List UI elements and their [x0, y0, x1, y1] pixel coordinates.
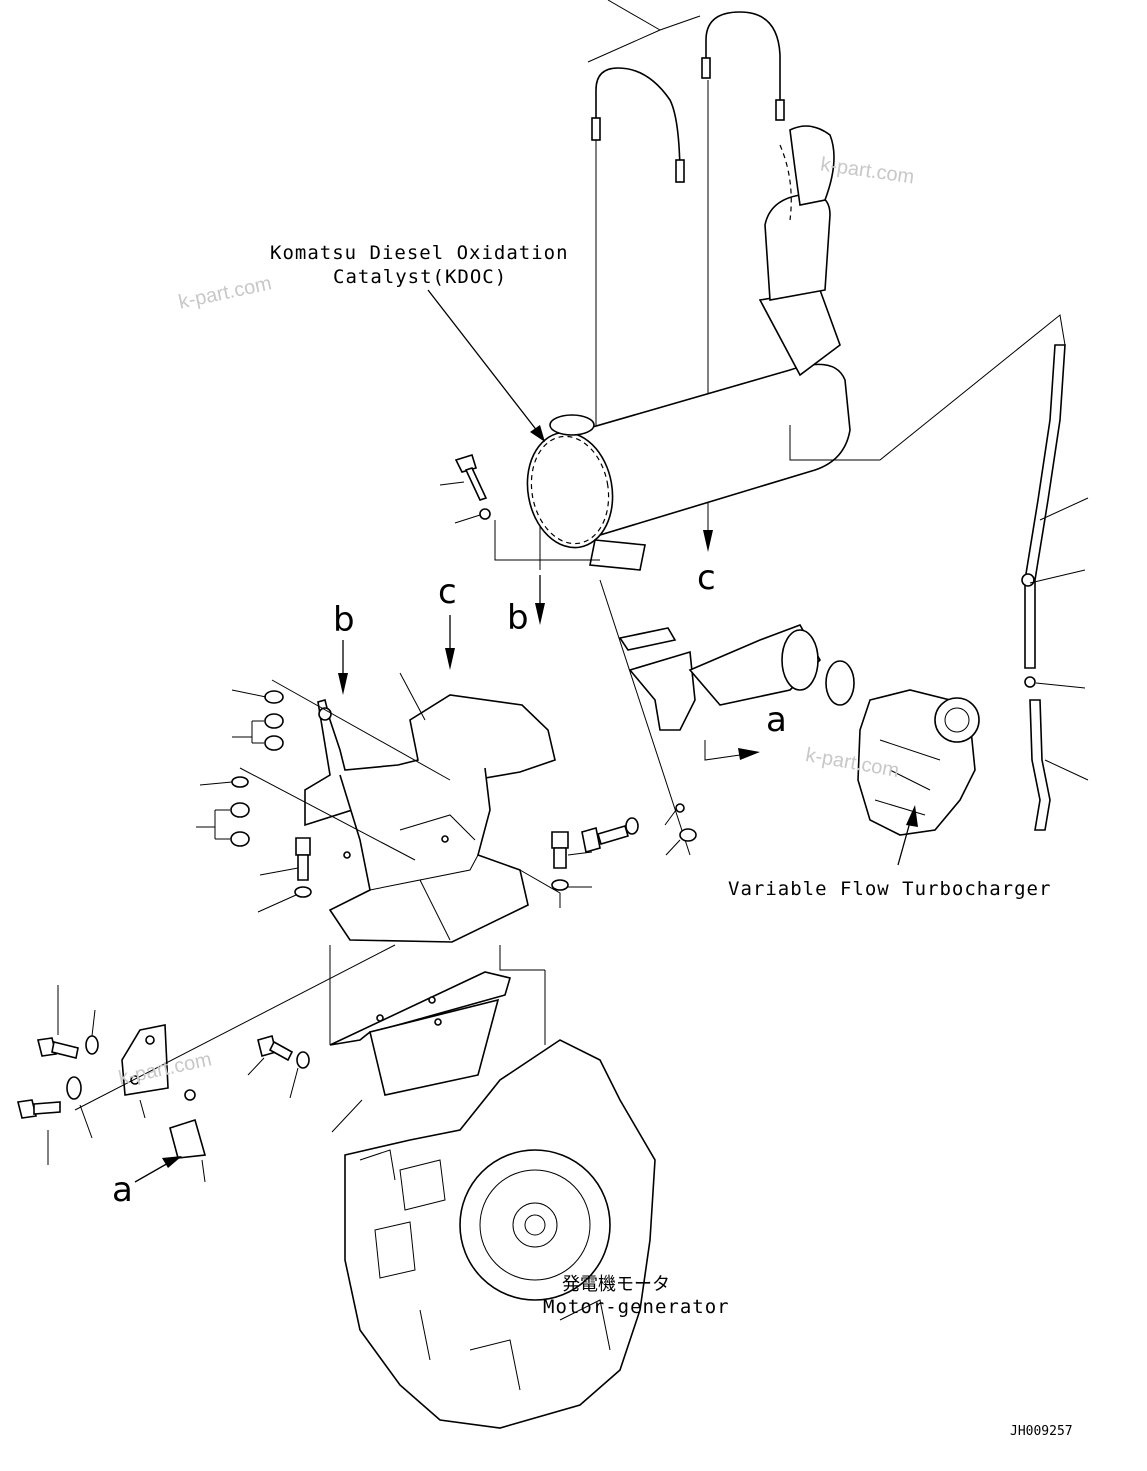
catalyst-bolt [454, 453, 491, 520]
drawing-number: JH009257 [1010, 1424, 1073, 1439]
callout-c-bracket: c [438, 572, 457, 612]
u-bolt-right [701, 11, 785, 121]
callout-b-bracket: b [333, 600, 355, 640]
small-bolts [17, 1035, 310, 1119]
bracket-bolt-left [294, 837, 312, 898]
exhaust-elbow [618, 624, 855, 731]
motor-generator [344, 1039, 656, 1429]
exhaust-pipe [1021, 344, 1066, 831]
callout-a-left: a [112, 1170, 133, 1210]
motor-generator-label-en: Motor-generator [543, 1296, 730, 1318]
callout-c-top: c [697, 558, 716, 598]
bracket-bolt-right [551, 831, 569, 891]
elbow-bolt [581, 803, 697, 854]
turbocharger [857, 689, 980, 836]
turbocharger-label: Variable Flow Turbocharger [728, 878, 1052, 900]
u-bolt-left [591, 67, 685, 183]
kdoc-label-line1: Komatsu Diesel Oxidation [270, 242, 569, 264]
mount-bracket [304, 694, 556, 943]
small-bracket [121, 1024, 207, 1159]
kdoc-label-line2: Catalyst(KDOC) [333, 266, 508, 288]
callout-a-right: a [766, 700, 787, 740]
support-plate [329, 971, 512, 1096]
motor-generator-label-jp: 発電機モータ [562, 1274, 670, 1295]
callout-b-top: b [507, 598, 529, 638]
kdoc-catalyst [526, 125, 851, 571]
nut-set-upper [264, 690, 284, 751]
nut-set-lower [230, 776, 250, 847]
